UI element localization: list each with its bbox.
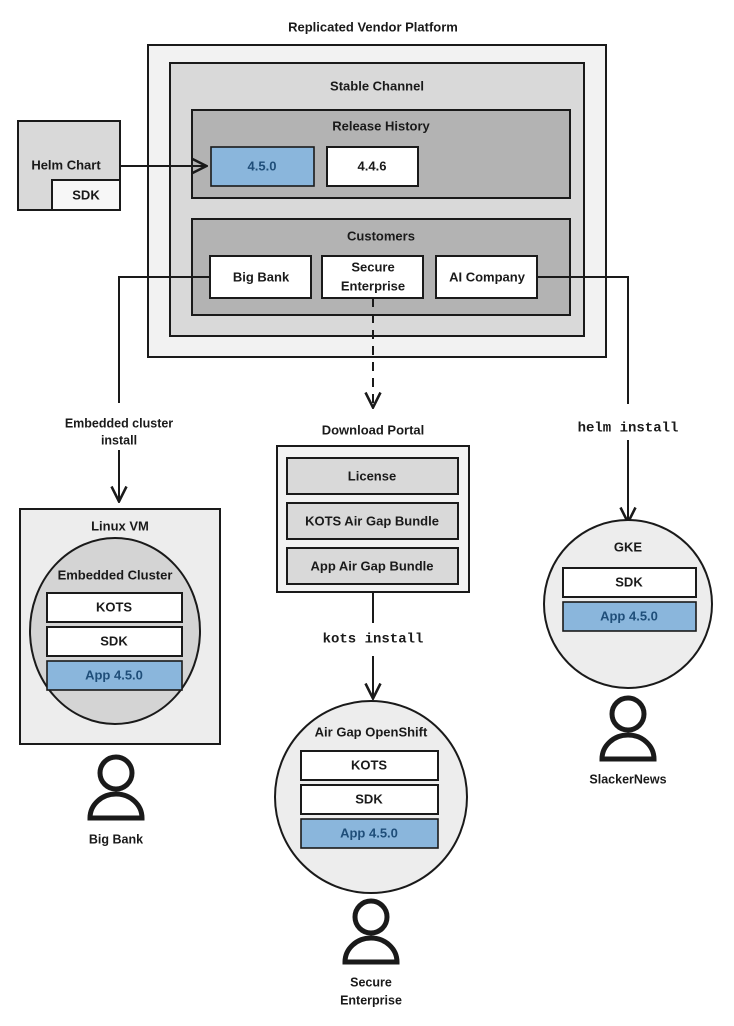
stable-channel-label: Stable Channel xyxy=(330,78,424,93)
flow-label-kots-install: kots install xyxy=(323,632,424,648)
person-icon-big-bank xyxy=(87,754,145,821)
gke-title: GKE xyxy=(614,539,643,554)
customers-label: Customers xyxy=(347,228,415,243)
release-box-446[interactable] xyxy=(326,146,419,187)
linux-vm-component-sdk[interactable] xyxy=(46,626,183,657)
airgap-component-app-label: App 4.5.0 xyxy=(340,825,398,840)
embedded-cluster-label: Embedded Cluster xyxy=(58,567,173,582)
customer-box-big-bank[interactable] xyxy=(209,255,312,299)
flow-label-helm-install: helm install xyxy=(578,421,679,437)
release-version-450: 4.5.0 xyxy=(248,158,277,173)
download-portal-item-app-airgap[interactable] xyxy=(286,547,459,585)
release-version-446: 4.4.6 xyxy=(358,158,387,173)
download-portal-item-app-airgap-label: App Air Gap Bundle xyxy=(310,558,433,573)
person-icon-slackernews xyxy=(599,695,657,762)
connector-big-bank-down xyxy=(118,276,210,403)
linux-vm-component-kots[interactable] xyxy=(46,592,183,623)
airgap-component-sdk[interactable] xyxy=(300,784,439,815)
helm-chart-label: Helm Chart xyxy=(31,157,101,172)
release-history-label: Release History xyxy=(332,118,430,133)
linux-vm-component-kots-label: KOTS xyxy=(96,599,132,614)
gke-component-sdk-label: SDK xyxy=(615,574,643,589)
user-label-secure-enterprise-line1: Secure xyxy=(350,975,392,989)
gke-component-app[interactable] xyxy=(562,601,697,632)
customer-label-secure-enterprise-line1: Secure xyxy=(351,259,394,274)
user-label-secure-enterprise-line2: Enterprise xyxy=(340,993,402,1007)
download-portal-title: Download Portal xyxy=(322,422,425,437)
helm-chart-sdk-label: SDK xyxy=(72,187,100,202)
airgap-component-kots-label: KOTS xyxy=(351,757,387,772)
helm-chart-sdk-box[interactable] xyxy=(51,179,121,211)
flow-label-embedded-cluster-install-line2: install xyxy=(101,433,137,447)
customer-box-ai-company[interactable] xyxy=(435,255,538,299)
user-label-slackernews: SlackerNews xyxy=(589,772,666,786)
linux-vm-component-app-label: App 4.5.0 xyxy=(85,667,143,682)
download-portal-item-license-label: License xyxy=(348,468,396,483)
release-box-450[interactable] xyxy=(210,146,315,187)
user-label-big-bank: Big Bank xyxy=(89,832,143,846)
connector-ai-company-down xyxy=(537,276,629,404)
airgap-component-app[interactable] xyxy=(300,818,439,849)
customer-box-secure-enterprise[interactable] xyxy=(321,255,424,299)
gke-component-app-label: App 4.5.0 xyxy=(600,608,658,623)
customer-label-big-bank: Big Bank xyxy=(233,269,290,284)
customer-label-secure-enterprise-line2: Enterprise xyxy=(341,278,405,293)
linux-vm-title: Linux VM xyxy=(91,518,149,533)
gke-component-sdk[interactable] xyxy=(562,567,697,598)
flow-label-embedded-cluster-install-line1: Embedded cluster xyxy=(65,416,173,430)
airgap-component-sdk-label: SDK xyxy=(355,791,383,806)
download-portal-item-license[interactable] xyxy=(286,457,459,495)
linux-vm-component-app[interactable] xyxy=(46,660,183,691)
person-icon-secure-enterprise xyxy=(342,898,400,965)
customer-label-ai-company: AI Company xyxy=(449,269,526,284)
linux-vm-component-sdk-label: SDK xyxy=(100,633,128,648)
download-portal-item-kots-airgap-label: KOTS Air Gap Bundle xyxy=(305,513,439,528)
airgap-openshift-title: Air Gap OpenShift xyxy=(315,724,428,739)
download-portal-item-kots-airgap[interactable] xyxy=(286,502,459,540)
page-title: Replicated Vendor Platform xyxy=(288,19,458,34)
airgap-component-kots[interactable] xyxy=(300,750,439,781)
